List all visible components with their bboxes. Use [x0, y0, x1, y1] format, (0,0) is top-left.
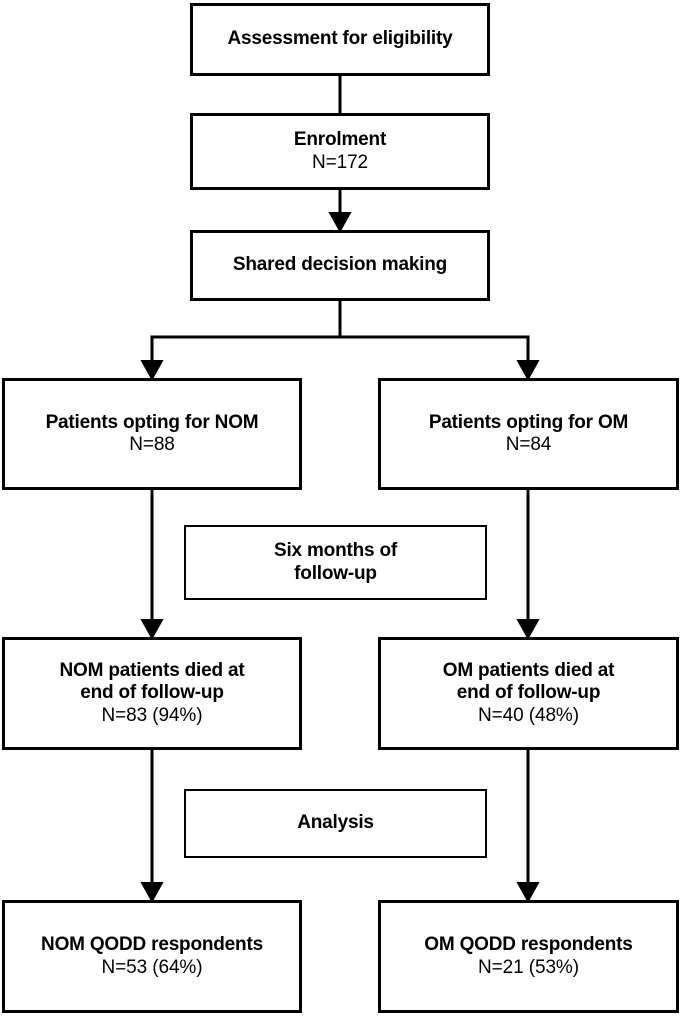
node-nom-qodd-title: NOM QODD respondents — [41, 934, 263, 956]
node-om-died-count: N=40 (48%) — [478, 704, 579, 726]
node-om-qodd: OM QODD respondents N=21 (53%) — [378, 900, 679, 1013]
node-om-qodd-count: N=21 (53%) — [478, 956, 579, 978]
node-om-opting: Patients opting for OM N=84 — [378, 378, 679, 490]
node-shared-decision-making: Shared decision making — [190, 230, 490, 301]
node-nom-died-count: N=83 (94%) — [101, 704, 203, 726]
node-om-opting-title: Patients opting for OM — [428, 411, 629, 433]
node-shared-decision-making-title: Shared decision making — [232, 254, 448, 276]
node-assessment-title: Assessment for eligibility — [227, 28, 453, 50]
node-om-qodd-title: OM QODD respondents — [424, 934, 633, 956]
node-assessment: Assessment for eligibility — [190, 3, 490, 76]
node-analysis-title: Analysis — [297, 812, 374, 834]
node-nom-died-title: NOM patients died at end of follow-up — [59, 660, 245, 704]
node-nom-opting-count: N=88 — [129, 434, 175, 455]
node-six-months-follow-up-title: Six months of follow-up — [273, 540, 397, 584]
node-nom-qodd: NOM QODD respondents N=53 (64%) — [2, 900, 302, 1013]
node-six-months-follow-up: Six months of follow-up — [184, 525, 487, 600]
node-nom-opting: Patients opting for NOM N=88 — [2, 378, 302, 490]
node-om-opting-count: N=84 — [505, 434, 552, 455]
node-enrolment: Enrolment N=172 — [190, 113, 490, 190]
node-nom-died: NOM patients died at end of follow-up N=… — [2, 637, 302, 750]
node-om-died-title: OM patients died at end of follow-up — [442, 660, 615, 704]
node-analysis: Analysis — [184, 789, 487, 858]
node-nom-opting-title: Patients opting for NOM — [45, 411, 259, 433]
node-om-died: OM patients died at end of follow-up N=4… — [378, 637, 679, 750]
node-enrolment-title: Enrolment — [293, 129, 387, 151]
node-enrolment-count: N=172 — [311, 151, 369, 173]
node-nom-qodd-count: N=53 (64%) — [101, 956, 203, 978]
